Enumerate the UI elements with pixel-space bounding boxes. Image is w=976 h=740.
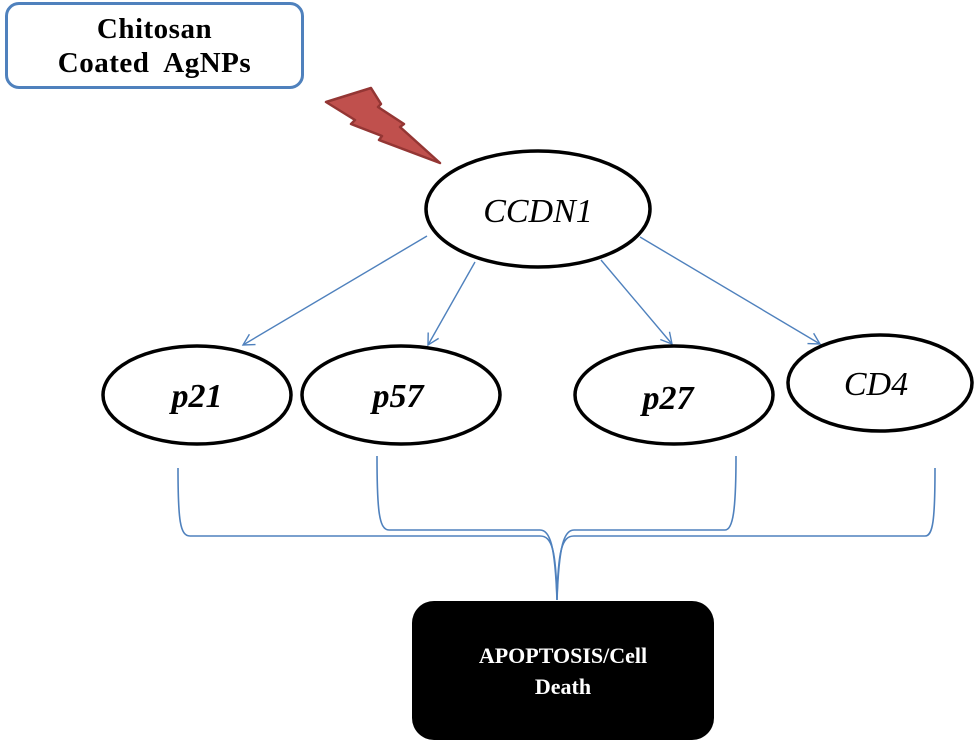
outcome-label-line2: Death <box>534 673 592 699</box>
arrow-ccdn1-to-p27 <box>600 259 673 346</box>
ccdn1-label: CCDN1 <box>483 193 593 230</box>
cd4-node: CD4 <box>786 333 974 433</box>
p27-label: p27 <box>640 380 696 417</box>
p57-node: p57 <box>300 344 502 446</box>
cd4-label: CD4 <box>844 366 908 403</box>
arrow-ccdn1-to-p21 <box>241 235 428 346</box>
p27-node: p27 <box>573 344 775 446</box>
lightning-bolt-icon <box>324 86 442 165</box>
outcome-label-line1: APOPTOSIS/Cell <box>478 642 648 668</box>
p21-label: p21 <box>169 378 223 415</box>
p21-node: p21 <box>101 344 293 446</box>
trigger-label-line2: Coated AgNPs <box>57 46 252 79</box>
arrow-ccdn1-to-cd4 <box>639 236 822 345</box>
chitosan-agnps-box: Chitosan Coated AgNPs <box>5 2 304 89</box>
trigger-label-line1: Chitosan <box>96 12 213 45</box>
apoptosis-outcome-box: APOPTOSIS/Cell Death <box>412 601 714 740</box>
inner-brace-connector <box>376 455 737 601</box>
ccdn1-node: CCDN1 <box>424 149 652 269</box>
arrow-ccdn1-to-p57 <box>427 261 476 347</box>
p57-label: p57 <box>370 378 426 415</box>
